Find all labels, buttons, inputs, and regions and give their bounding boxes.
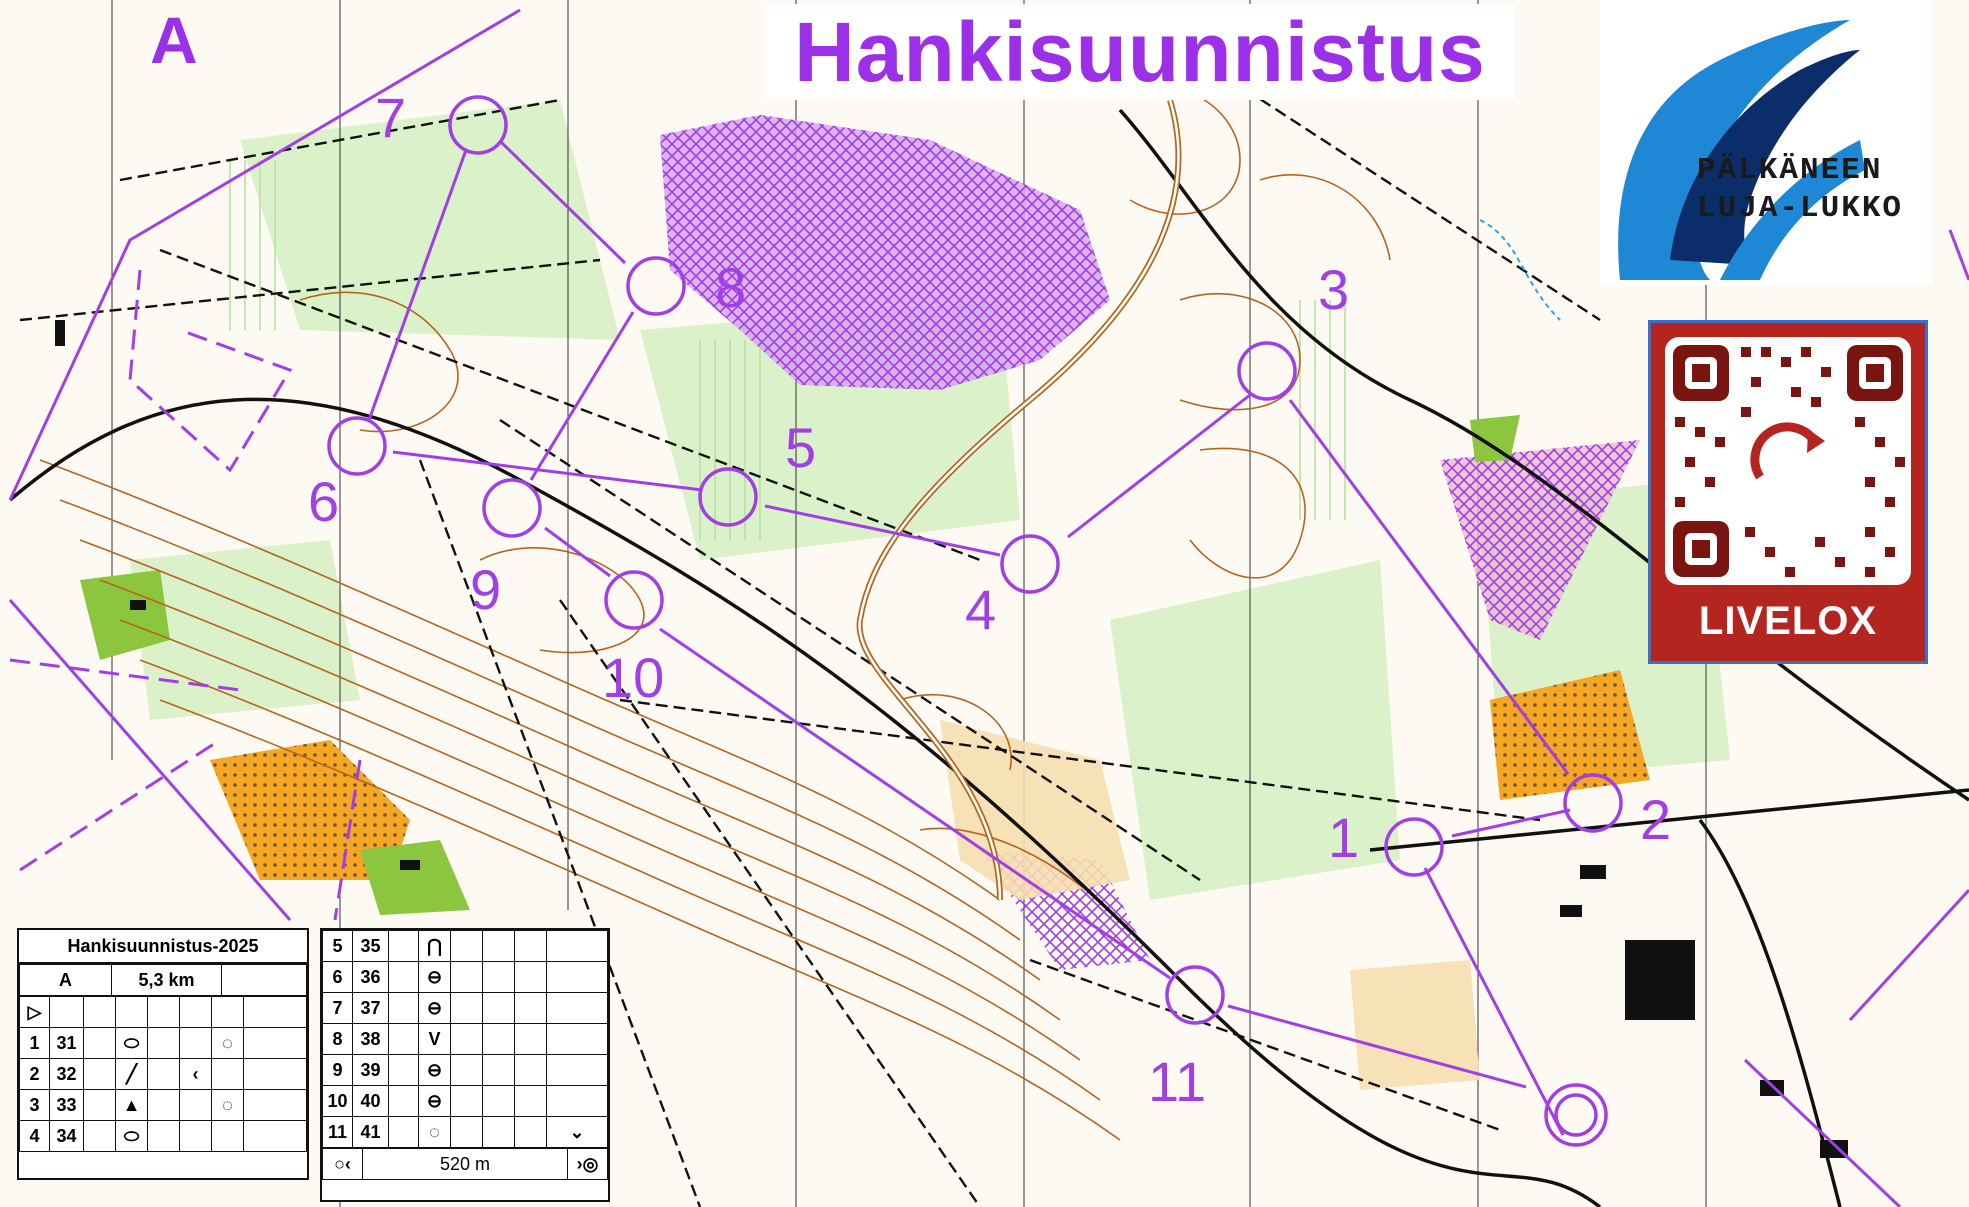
finish-start-icon: ○‹ (322, 1148, 363, 1180)
streams (1479, 219, 1561, 321)
description-row: 8 38 V (322, 1023, 608, 1055)
description-row: 10 40 ⊖ (322, 1085, 608, 1117)
control-number-1: 1 (1328, 806, 1360, 869)
course-name-cell: A (19, 964, 112, 996)
control-number-10: 10 (602, 646, 665, 709)
feature-symbol-icon: ▲ (115, 1089, 148, 1121)
control-number-6: 6 (308, 470, 340, 533)
final-leg-distance: 520 m (362, 1148, 568, 1180)
feature-symbol-icon: ╱ (115, 1058, 148, 1090)
control-number-5: 5 (785, 416, 817, 479)
event-name: Hankisuunnistus-2025 (19, 930, 307, 964)
course-letter: A (150, 3, 198, 77)
club-logo (1600, 0, 1932, 285)
control-number-8: 8 (715, 256, 747, 319)
roads (8, 108, 1969, 1207)
description-row: 3 33 ▲ ◌ (19, 1089, 307, 1121)
control-description-sheet-right: 5 35 ⋂ 6 36 ⊖ 7 37 (320, 928, 610, 1202)
qr-code-pattern (1673, 345, 1905, 577)
control-number-3: 3 (1318, 258, 1350, 321)
club-name-line2: LUJA-LUKKO (1697, 191, 1904, 226)
control-circles (327, 95, 1623, 1025)
feature-symbol-icon: ⊖ (418, 1085, 451, 1117)
description-row: 5 35 ⋂ (322, 930, 608, 962)
feature-symbol-icon: ⋂ (418, 930, 451, 962)
contour-lines (39, 84, 1391, 1141)
course-length-cell: 5,3 km (111, 964, 222, 996)
livelox-qr-card[interactable]: LIVELOX (1648, 320, 1928, 664)
feature-symbol-icon: V (418, 1023, 451, 1055)
description-row: 2 32 ╱ ‹ (19, 1058, 307, 1090)
description-row: 4 34 ⬭ (19, 1120, 307, 1152)
start-triangle-icon: ▷ (19, 996, 50, 1028)
map-border-lines (8, 8, 1969, 1207)
control-number-9: 9 (470, 558, 502, 621)
livelox-label: LIVELOX (1698, 599, 1878, 643)
club-name-line1: PÄLKÄNEEN (1697, 153, 1883, 188)
feature-symbol-icon: ◌ (418, 1116, 451, 1148)
club-name: PÄLKÄNEEN LUJA-LUKKO (1697, 152, 1903, 228)
control-number-2: 2 (1640, 788, 1672, 851)
feature-symbol-icon: ⬭ (115, 1027, 148, 1059)
feature-symbol-icon: ⊖ (418, 961, 451, 993)
map-title: Hankisuunnistus (765, 4, 1515, 100)
brown-road-core (858, 99, 1180, 901)
detail-symbol-icon: ‹ (179, 1058, 212, 1090)
position-symbol-icon: ⌄ (546, 1116, 608, 1148)
finish-icon: ›◎ (567, 1148, 608, 1180)
feature-symbol-icon: ⬭ (115, 1120, 148, 1152)
open-land (210, 670, 1650, 1090)
course-climb-cell (221, 964, 307, 996)
control-number-11: 11 (1148, 1050, 1207, 1113)
paths (19, 58, 1601, 1207)
description-row: 9 39 ⊖ (322, 1054, 608, 1086)
position-symbol-icon: ◌ (211, 1089, 244, 1121)
finish-circles (1544, 1083, 1608, 1147)
description-row: 7 37 ⊖ (322, 992, 608, 1024)
cultivated-fields (80, 415, 1520, 915)
position-symbol-icon: ◌ (211, 1027, 244, 1059)
out-of-bounds-lines (9, 269, 362, 921)
description-row: 1 31 ⬭ ◌ (19, 1027, 307, 1059)
course-legs (367, 139, 1571, 1136)
description-row: 11 41 ◌ ⌄ (322, 1116, 608, 1148)
control-number-4: 4 (965, 578, 997, 641)
description-row: 6 36 ⊖ (322, 961, 608, 993)
club-logo-mark (1618, 20, 1865, 280)
control-description-sheet-left: Hankisuunnistus-2025 A 5,3 km ▷ 1 31 (17, 928, 309, 1180)
qr-code (1665, 337, 1911, 585)
undergrowth-stripes (229, 160, 1346, 540)
buildings (55, 320, 1848, 1158)
feature-symbol-icon: ⊖ (418, 1054, 451, 1086)
control-number-7: 7 (375, 86, 407, 149)
feature-symbol-icon: ⊖ (418, 992, 451, 1024)
